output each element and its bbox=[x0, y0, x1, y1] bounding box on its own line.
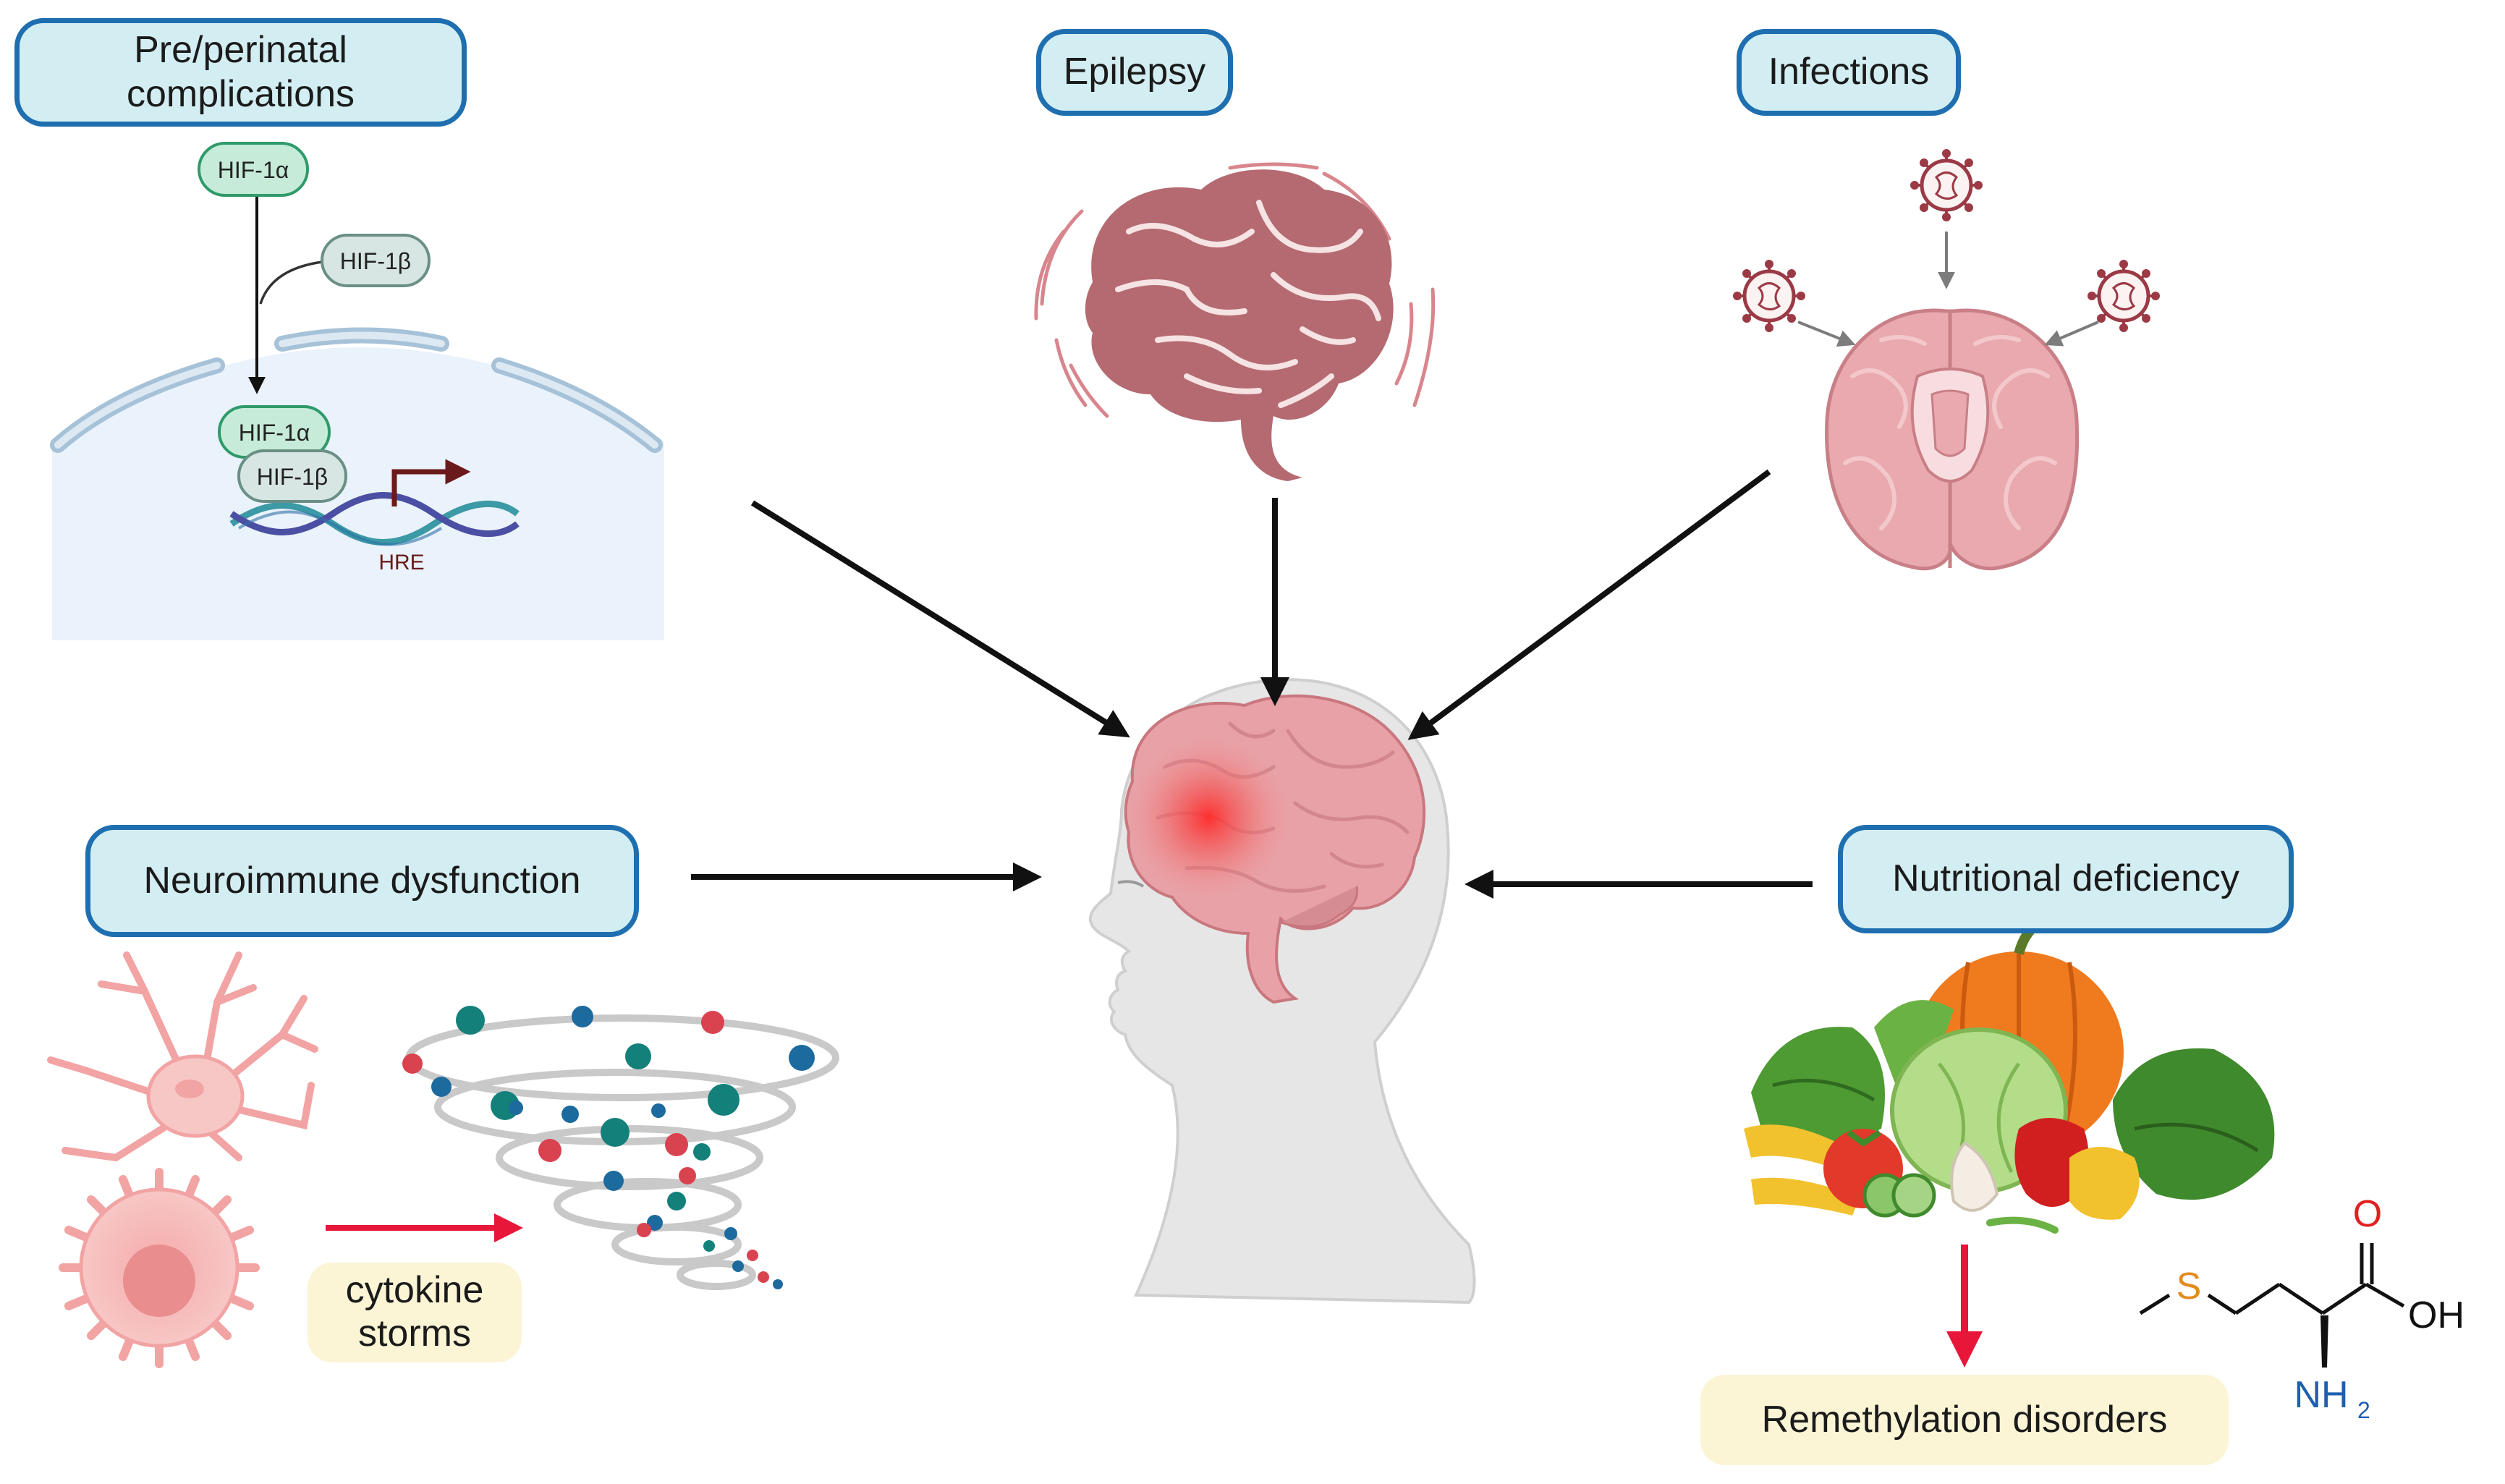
yellow-pepper bbox=[2069, 1147, 2140, 1220]
hif1a-bound-label: HIF-1α bbox=[239, 420, 310, 446]
cytokine-particle bbox=[601, 1118, 630, 1147]
cytokine-particle bbox=[431, 1077, 452, 1097]
brain-lesion-highlight bbox=[1129, 738, 1288, 897]
arrow-perinatal-to-head bbox=[750, 500, 1130, 738]
cytokine-particle bbox=[773, 1279, 783, 1289]
hif1a-protein-top bbox=[198, 142, 309, 197]
arrow-infections-to-head bbox=[1407, 469, 1771, 740]
hif-pathway-panel: HIF-1α HIF-1β HIF-1α HIF-1β HRE bbox=[50, 142, 664, 640]
cytokine-particle bbox=[758, 1271, 769, 1283]
epilepsy-brain-shape bbox=[1085, 169, 1394, 481]
cytokine-particle bbox=[693, 1143, 711, 1161]
cytokine-particle bbox=[789, 1045, 815, 1071]
hif1b-bound-label: HIF-1β bbox=[257, 464, 328, 490]
cytokine-particle bbox=[625, 1043, 651, 1069]
svg-text:2: 2 bbox=[2357, 1397, 2370, 1423]
cytokine-line1: cytokine bbox=[345, 1269, 484, 1312]
cytokine-particle bbox=[703, 1240, 715, 1252]
infections-label: Infections bbox=[1737, 29, 1961, 116]
astrocyte-cell bbox=[47, 951, 318, 1162]
greens-left bbox=[1751, 1027, 1885, 1148]
cytokine-particle bbox=[679, 1167, 696, 1184]
cytokine-particle bbox=[637, 1223, 651, 1237]
wedge-bond bbox=[2320, 1315, 2328, 1368]
perinatal-complications-label: Pre/perinatal complications bbox=[14, 18, 467, 127]
cytokine-particle bbox=[651, 1103, 666, 1118]
cytokine-particle bbox=[402, 1053, 423, 1074]
nutritional-deficiency-label: Nutritional deficiency bbox=[1838, 825, 2294, 933]
dna-helix bbox=[229, 492, 520, 546]
virus-arrow-left bbox=[1797, 321, 1856, 347]
infections-brain-illustration bbox=[1733, 149, 2160, 571]
transcription-arrow bbox=[391, 459, 471, 506]
hre-label: HRE bbox=[378, 551, 424, 574]
perinatal-line2: complications bbox=[126, 73, 355, 115]
neuroimmune-dysfunction-label: Neuroimmune dysfunction bbox=[85, 825, 639, 937]
svg-text:O: O bbox=[2353, 1193, 2382, 1235]
cytokine-particle bbox=[732, 1260, 744, 1272]
cytokine-particle bbox=[747, 1250, 758, 1261]
seizure-lines bbox=[1034, 162, 1436, 418]
cytokine-particle bbox=[572, 1006, 593, 1027]
cytokine-particle bbox=[456, 1006, 485, 1035]
microglia-cell bbox=[59, 1168, 260, 1368]
vegetables-illustration bbox=[1744, 914, 2275, 1234]
remethylation-disorders-label: Remethylation disorders bbox=[1700, 1375, 2229, 1465]
hif1a-top-label: HIF-1α bbox=[218, 157, 289, 183]
cytokine-particle bbox=[603, 1171, 624, 1191]
cytokine-particles bbox=[402, 1006, 815, 1289]
pea-pod bbox=[1986, 1216, 2059, 1234]
cytokine-particle bbox=[538, 1139, 561, 1162]
convergent-arrows bbox=[691, 469, 1813, 899]
cytokine-particle bbox=[509, 1101, 523, 1115]
cytokine-particle bbox=[708, 1084, 739, 1116]
svg-text:S: S bbox=[2176, 1265, 2202, 1307]
closed-eye bbox=[1117, 880, 1145, 888]
virus-top bbox=[1910, 149, 1983, 221]
cytokine-line2: storms bbox=[357, 1313, 471, 1354]
virus-left bbox=[1733, 260, 1805, 332]
cytokine-tornado bbox=[405, 1014, 839, 1290]
cytokine-particle bbox=[561, 1106, 579, 1123]
epilepsy-brain-illustration bbox=[1034, 162, 1436, 481]
perinatal-line1: Pre/perinatal bbox=[134, 28, 347, 71]
hif1b-top-label: HIF-1β bbox=[340, 248, 411, 274]
hif1b-protein-top bbox=[321, 234, 431, 287]
cytokine-particle bbox=[701, 1011, 724, 1034]
cytokine-particle bbox=[665, 1133, 688, 1156]
cytokine-particle bbox=[724, 1227, 737, 1240]
garlic bbox=[1950, 1141, 1999, 1212]
svg-text:OH: OH bbox=[2408, 1294, 2464, 1336]
virus-arrow-right bbox=[2044, 321, 2099, 347]
cytokine-particle bbox=[647, 1215, 663, 1231]
methionine-structure: S O OH NH 2 bbox=[2139, 1193, 2464, 1423]
central-head-illustration bbox=[1088, 678, 1476, 1305]
virus-right bbox=[2088, 260, 2160, 332]
hif1b-protein-bound bbox=[237, 449, 347, 503]
hif-binding-line bbox=[259, 260, 323, 305]
nucleus-background bbox=[52, 347, 664, 640]
epilepsy-label: Epilepsy bbox=[1036, 29, 1233, 116]
svg-text:NH: NH bbox=[2294, 1374, 2348, 1416]
greens-right bbox=[2113, 1048, 2275, 1200]
cytokine-particle bbox=[667, 1192, 686, 1210]
cytokine-storms-label: cytokine storms bbox=[308, 1263, 522, 1362]
